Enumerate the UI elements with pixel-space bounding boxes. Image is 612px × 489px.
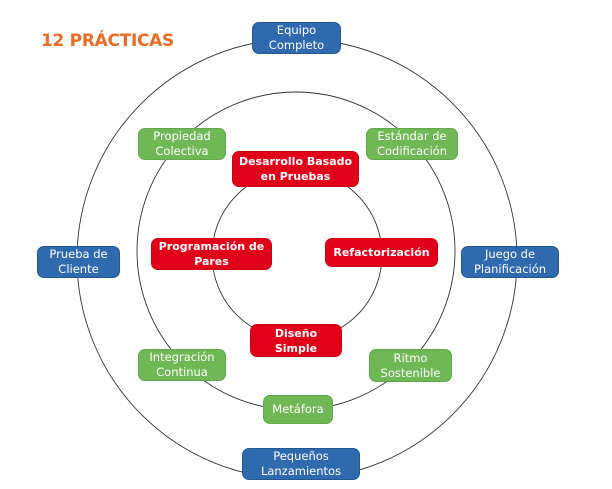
diagram-title: 12 PRÁCTICAS xyxy=(41,31,174,51)
node-metafora: Metáfora xyxy=(263,395,333,424)
node-refactorizacion: Refactorización xyxy=(325,238,438,267)
node-desarrollo-basado-en-pruebas: Desarrollo Basado en Pruebas xyxy=(232,151,359,187)
node-estandar-de-codificacion: Estándar de Codificación xyxy=(366,128,458,160)
node-programacion-de-pares: Programación de Pares xyxy=(151,238,272,270)
node-integracion-continua: Integración Continua xyxy=(138,349,226,381)
node-prueba-de-cliente: Prueba de Cliente xyxy=(37,246,120,278)
node-equipo-completo: Equipo Completo xyxy=(252,22,341,54)
node-ritmo-sostenible: Ritmo Sostenible xyxy=(369,349,452,382)
node-diseno-simple: Diseño Simple xyxy=(250,324,342,357)
node-pequenos-lanzamientos: Pequeños Lanzamientos xyxy=(242,448,360,480)
node-juego-de-planificacion: Juego de Planificación xyxy=(461,246,559,278)
node-propiedad-colectiva: Propiedad Colectiva xyxy=(138,128,226,160)
